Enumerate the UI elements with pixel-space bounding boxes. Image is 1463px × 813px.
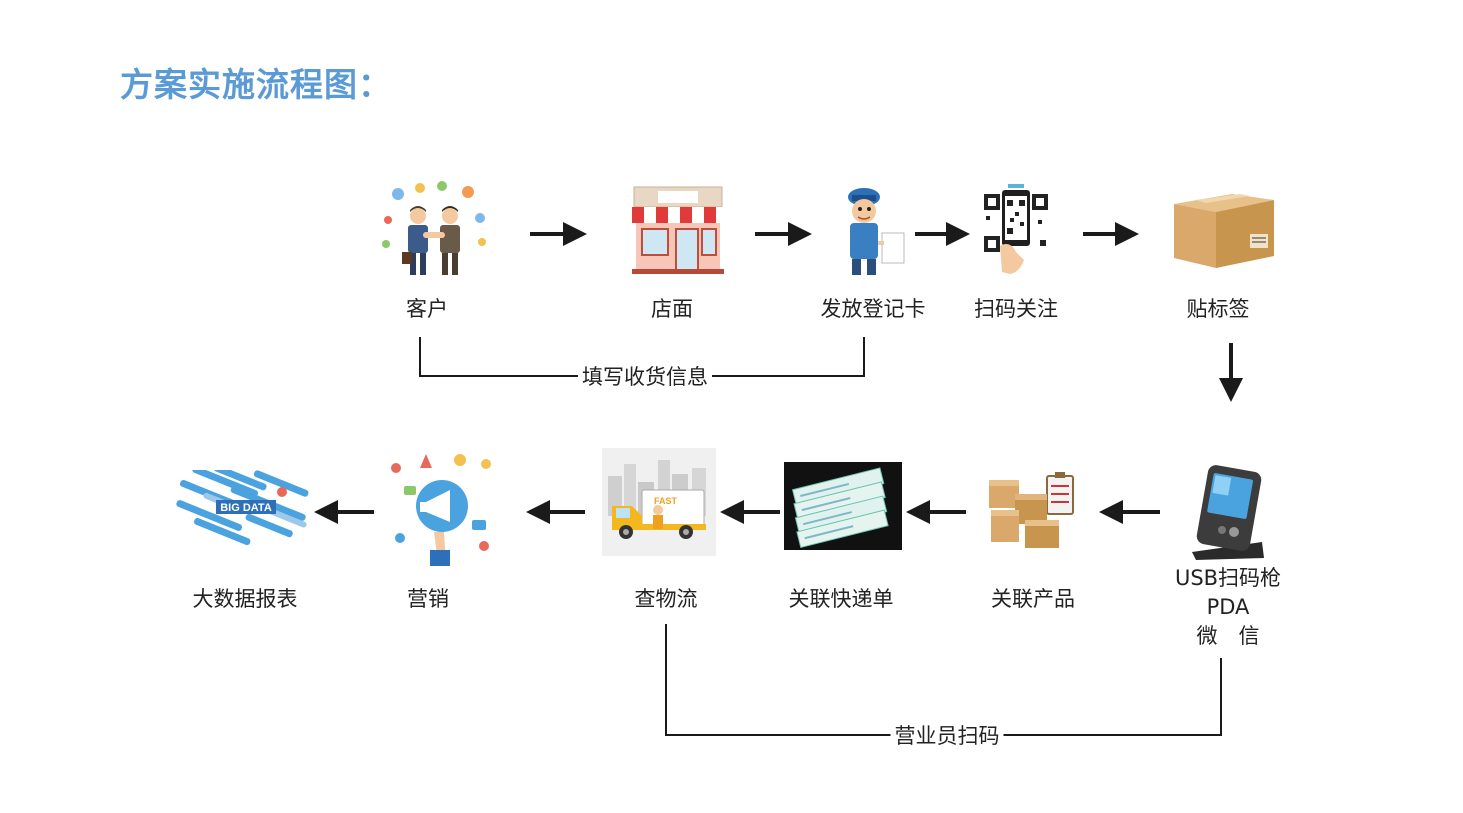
step-scanner: USB扫码枪 PDA 微 信: [1175, 564, 1281, 651]
big-data-text: BIG DATA: [220, 502, 272, 514]
page-title: 方案实施流程图：: [120, 65, 392, 104]
big-data-icon: BIG DATA: [176, 470, 309, 546]
truck-brand-text: FAST: [654, 496, 678, 506]
step-marketing: 营销: [407, 587, 449, 611]
scanner-line-pda: PDA: [1206, 595, 1250, 619]
step-link-waybill: 关联快递单: [788, 587, 894, 611]
megaphone-icon: [391, 454, 491, 566]
step-report: 大数据报表: [192, 587, 298, 611]
scanner-line-usb: USB扫码枪: [1174, 566, 1282, 590]
step-issue-card: 发放登记卡: [820, 297, 926, 321]
waybill-stack-icon: [784, 462, 902, 550]
step-logistics: 查物流: [634, 587, 698, 611]
fill-info-label: 填写收货信息: [578, 361, 712, 391]
step-link-product: 关联产品: [991, 587, 1075, 611]
boxes-clipboard-icon: [989, 472, 1074, 548]
card-issuer-icon: [848, 188, 905, 275]
qr-code-icon: [982, 184, 1050, 274]
step-label: 贴标签: [1186, 297, 1250, 321]
delivery-truck-icon: FAST: [602, 448, 716, 556]
handshake-icon: [382, 181, 486, 275]
step-customer: 客户: [406, 297, 448, 321]
pda-scanner-icon: [1192, 465, 1264, 560]
step-store: 店面: [651, 297, 693, 321]
step-scan-follow: 扫码关注: [974, 297, 1058, 321]
scanner-line-wechat: 微 信: [1196, 624, 1260, 648]
store-icon: [632, 186, 724, 274]
package-box-icon: [1174, 194, 1274, 268]
clerk-scan-label: 营业员扫码: [890, 720, 1004, 750]
bracket-clerk-scan: [665, 624, 1222, 736]
